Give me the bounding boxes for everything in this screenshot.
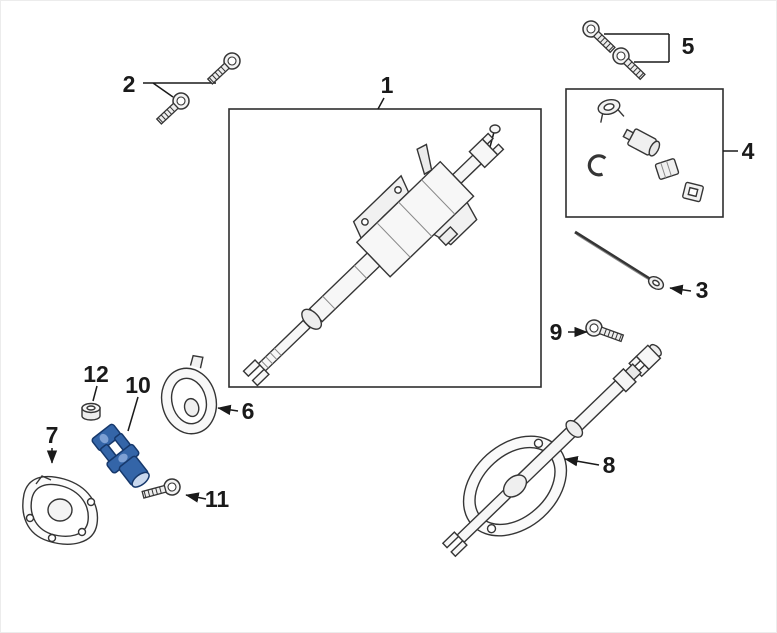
part-6-label[interactable]: 6	[242, 398, 255, 424]
bolt-icon[interactable]	[152, 88, 194, 129]
part-7-label[interactable]: 7	[46, 422, 59, 448]
arrow-11	[185, 492, 207, 503]
bolt-icon[interactable]	[608, 43, 649, 84]
leader-line-10	[127, 396, 139, 432]
arrow-3	[669, 284, 692, 296]
leader-line-12	[92, 385, 98, 402]
arrow-8	[564, 456, 600, 467]
part-9-label[interactable]: 9	[550, 319, 563, 345]
part-5-bolts[interactable]	[578, 16, 670, 84]
arrow-6	[217, 404, 239, 416]
part-8-label[interactable]: 8	[603, 452, 616, 478]
part-3-label[interactable]: 3	[696, 277, 709, 303]
part-10-label[interactable]: 10	[125, 372, 151, 398]
part-12-label[interactable]: 12	[83, 361, 109, 387]
part-4-hardware-kit[interactable]	[587, 97, 704, 203]
part-8-intermediate-shaft[interactable]	[441, 340, 665, 558]
part-2-label[interactable]: 2	[123, 71, 136, 97]
part-7-cover[interactable]	[22, 475, 99, 545]
part-6-seal[interactable]	[152, 353, 223, 440]
part-3-rod[interactable]	[574, 230, 666, 292]
bolt-icon[interactable]	[203, 48, 245, 89]
part-2-bolts[interactable]	[143, 48, 245, 129]
part-1-boundary-box	[228, 108, 542, 388]
part-10-coupling-highlighted[interactable]	[89, 421, 156, 494]
bolt-icon[interactable]	[578, 16, 619, 57]
part-11-label[interactable]: 11	[205, 486, 230, 512]
part-4-label[interactable]: 4	[742, 138, 755, 164]
part-1-label[interactable]: 1	[381, 72, 394, 98]
leader-line-1	[377, 97, 385, 110]
part-1-steering-column[interactable]	[216, 106, 525, 409]
part-4-boundary-box	[565, 88, 724, 218]
part-9-bolt[interactable]	[582, 316, 626, 347]
part-5-label[interactable]: 5	[682, 33, 695, 59]
part-12-nut[interactable]	[81, 402, 101, 421]
